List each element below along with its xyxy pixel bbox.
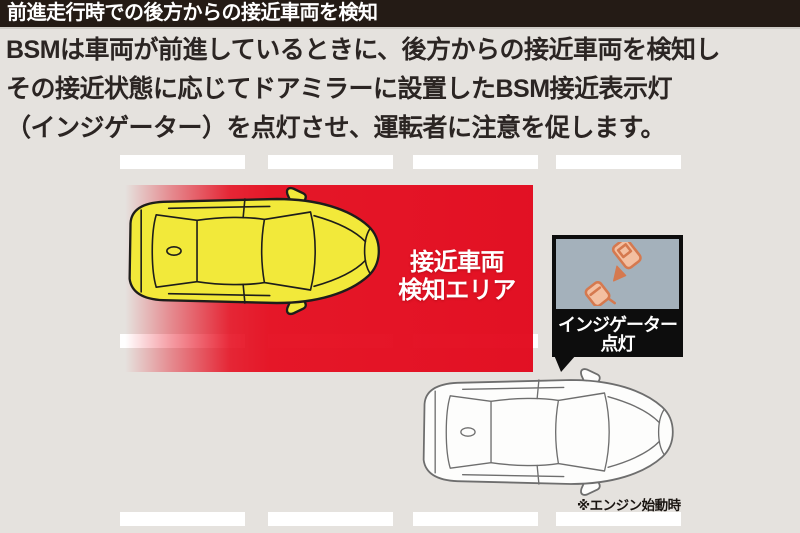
page-title: 前進走行時での後方からの接近車両を検知: [7, 2, 378, 24]
indicator-label-line-1: インジゲーター: [558, 315, 678, 335]
zone-label-line-2: 検知エリア: [398, 277, 516, 304]
indicator-callout-label: インジゲーター 点灯: [552, 313, 683, 357]
lane-marking: [413, 512, 538, 526]
lane-marking: [268, 155, 393, 169]
indicator-label-line-2: 点灯: [600, 334, 636, 354]
own-vehicle-top-view: [423, 369, 673, 495]
lane-marking: [413, 155, 538, 169]
indicator-callout: インジゲーター 点灯: [552, 235, 683, 372]
lane-marking: [556, 155, 681, 169]
detection-zone-label: 接近車両 検知エリア: [387, 249, 527, 305]
approaching-vehicle-top-view: [129, 188, 379, 314]
intro-line-3: （インジゲーター）を点灯させ、運転者に注意を促します。: [6, 114, 666, 142]
road-diagram: 接近車両 検知エリア: [0, 150, 800, 533]
lane-marking: [120, 512, 245, 526]
title-bar: 前進走行時での後方からの接近車両を検知: [0, 0, 800, 29]
lane-marking: [120, 155, 245, 169]
engine-start-footnote: ※エンジン始動時: [577, 498, 681, 513]
intro-line-2: その接近状態に応じてドアミラーに設置したBSM接近表示灯: [6, 75, 673, 103]
bsm-indicator-icon: [584, 242, 642, 306]
intro-line-1: BSMは車両が前進しているときに、後方からの接近車両を検知し: [6, 36, 721, 64]
lane-marking: [556, 512, 681, 526]
lane-marking: [268, 512, 393, 526]
intro-text: BSMは車両が前進しているときに、後方からの接近車両を検知し その接近状態に応じ…: [6, 31, 796, 148]
zone-label-line-1: 接近車両: [410, 249, 505, 276]
mirror-indicator-photo: [552, 235, 683, 313]
